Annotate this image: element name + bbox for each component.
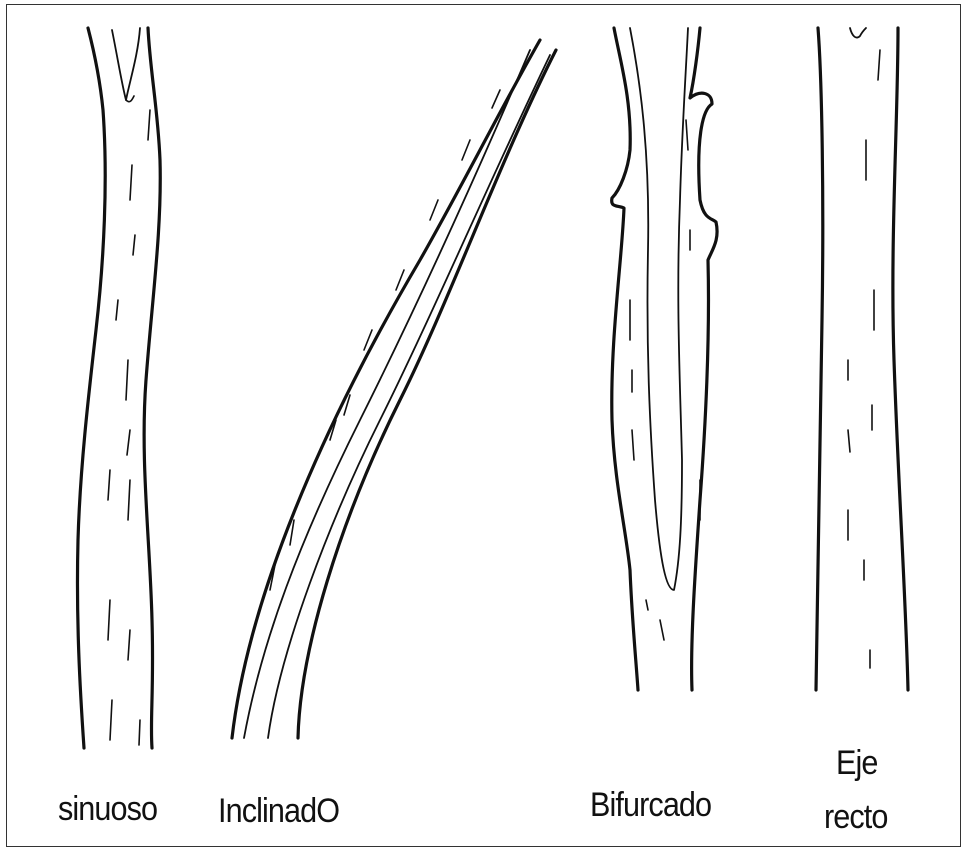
straight-trunk — [816, 28, 908, 690]
label-inclined: InclinadO — [218, 790, 339, 832]
label-straight-line2: recto — [824, 796, 888, 838]
label-bifurcated: Bifurcado — [590, 784, 711, 826]
inclined-trunk — [232, 40, 556, 738]
bifurcated-trunk — [612, 28, 717, 690]
label-sinuous: sinuoso — [58, 788, 157, 830]
label-straight-line1: Eje — [836, 742, 878, 784]
sinuous-trunk — [77, 28, 160, 748]
